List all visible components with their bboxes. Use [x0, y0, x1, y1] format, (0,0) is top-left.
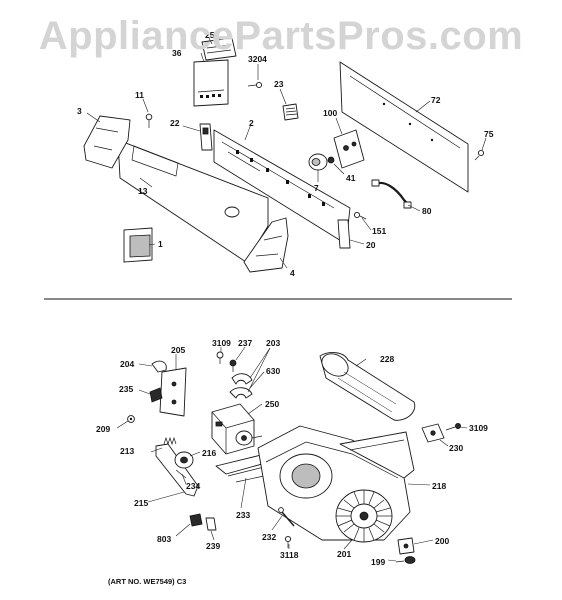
- label-80: 80: [422, 206, 432, 216]
- label-23: 23: [274, 79, 284, 89]
- label-209: 209: [96, 424, 110, 434]
- bottom-leader-lines: [116, 346, 468, 562]
- part-239-clip[interactable]: [205, 517, 217, 531]
- label-239: 239: [206, 541, 220, 551]
- label-75: 75: [484, 129, 494, 139]
- part-3118-screw[interactable]: [284, 535, 292, 548]
- label-232: 232: [262, 532, 276, 542]
- part-232-bolt[interactable]: [278, 507, 295, 527]
- top-leader-lines: [86, 37, 487, 269]
- part-11-screw[interactable]: [145, 113, 153, 128]
- part-36-control-overlay[interactable]: [193, 59, 229, 107]
- part-203-clamp[interactable]: [231, 373, 253, 385]
- part-20-bracket[interactable]: [337, 219, 351, 249]
- label-201: 201: [337, 549, 351, 559]
- label-3118: 3118: [280, 550, 299, 560]
- label-3: 3: [77, 106, 82, 116]
- part-151-screw[interactable]: [353, 211, 367, 220]
- label-13: 13: [138, 186, 148, 196]
- part-25-bracket[interactable]: [201, 37, 237, 61]
- label-228: 228: [380, 354, 394, 364]
- label-41: 41: [346, 173, 356, 183]
- part-41-clip[interactable]: [327, 156, 335, 164]
- art-number: (ART NO. WE7549) C3: [108, 577, 186, 586]
- part-3-end-cap[interactable]: [83, 115, 131, 169]
- part-75-screw[interactable]: [474, 149, 485, 161]
- part-803-connector[interactable]: [189, 513, 203, 527]
- part-199-screw[interactable]: [395, 556, 416, 564]
- label-215: 215: [134, 498, 148, 508]
- label-2: 2: [249, 118, 254, 128]
- part-204-clip[interactable]: [151, 360, 167, 373]
- label-234: 234: [186, 481, 200, 491]
- label-20: 20: [366, 240, 376, 250]
- label-1: 1: [158, 239, 163, 249]
- part-630-clamp[interactable]: [229, 387, 253, 399]
- part-216-pulley[interactable]: [174, 451, 194, 469]
- label-630: 630: [266, 366, 280, 376]
- part-7-knob[interactable]: [308, 153, 328, 171]
- label-11: 11: [135, 90, 144, 100]
- part-3109-screw-right[interactable]: [445, 422, 461, 431]
- label-203: 203: [266, 338, 280, 348]
- label-200: 200: [435, 536, 449, 546]
- part-3204-screw[interactable]: [247, 81, 263, 89]
- label-213: 213: [120, 446, 134, 456]
- label-25: 25: [205, 30, 215, 40]
- label-803: 803: [157, 534, 171, 544]
- part-201-blower-wheel[interactable]: [335, 489, 393, 543]
- label-216: 216: [202, 448, 216, 458]
- label-233: 233: [236, 510, 250, 520]
- part-23-grille[interactable]: [282, 103, 299, 121]
- part-250-motor[interactable]: [211, 403, 263, 455]
- label-237: 237: [238, 338, 252, 348]
- label-3204: 3204: [248, 54, 267, 64]
- label-72: 72: [431, 95, 441, 105]
- label-218: 218: [432, 481, 446, 491]
- part-234-pulley-shaft[interactable]: [175, 469, 187, 479]
- part-4-end-cap[interactable]: [243, 217, 289, 273]
- part-209-nut[interactable]: [127, 415, 135, 423]
- part-237-screw[interactable]: [229, 359, 237, 372]
- part-labels: 25 36 3204 23 72 11 3 22 2 100 75 41 7 1…: [77, 30, 494, 586]
- part-3109-screw[interactable]: [216, 351, 224, 364]
- control-panel-group: [83, 37, 485, 273]
- part-100-switch-block[interactable]: [333, 129, 365, 169]
- part-205-bracket[interactable]: [159, 367, 187, 417]
- part-213-spring[interactable]: [163, 436, 177, 446]
- part-235-clip[interactable]: [149, 387, 163, 403]
- label-4: 4: [290, 268, 295, 278]
- label-230: 230: [449, 443, 463, 453]
- label-36: 36: [172, 48, 182, 58]
- label-204: 204: [120, 359, 134, 369]
- label-235: 235: [119, 384, 133, 394]
- drive-assembly-group: [127, 351, 461, 564]
- label-3109-top: 3109: [212, 338, 231, 348]
- label-199: 199: [371, 557, 385, 567]
- label-250: 250: [265, 399, 279, 409]
- label-3109-right: 3109: [469, 423, 488, 433]
- label-100: 100: [323, 108, 337, 118]
- part-72-rear-panel[interactable]: [339, 61, 469, 193]
- label-7: 7: [314, 183, 319, 193]
- label-151: 151: [372, 226, 386, 236]
- label-205: 205: [171, 345, 185, 355]
- label-22: 22: [170, 118, 180, 128]
